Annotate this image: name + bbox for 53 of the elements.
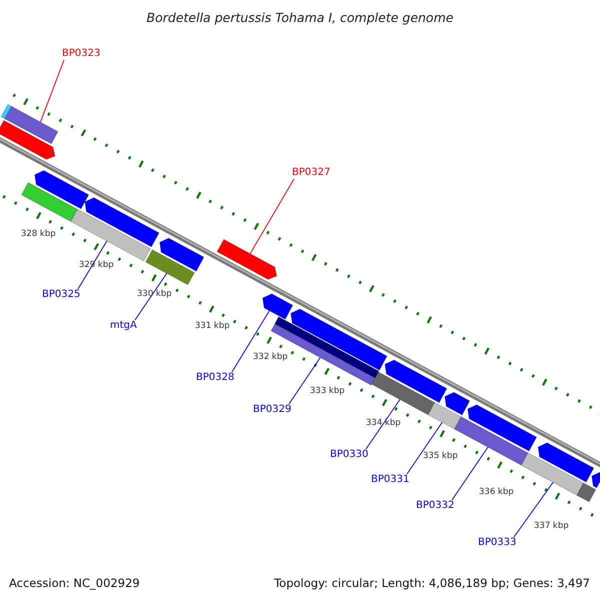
- title: Bordetella pertussis Tohama I, complete genome: [146, 10, 454, 25]
- gene-bar: [0, 120, 56, 160]
- gene-bar: [444, 392, 470, 416]
- gene-bar: [216, 239, 278, 280]
- gene-bar: [521, 452, 584, 496]
- leader-line: [288, 357, 321, 404]
- gene-label: BP0330: [330, 449, 368, 461]
- gene-bar: [371, 372, 436, 416]
- gene-bar: [274, 316, 380, 378]
- gene-bar: [4, 106, 58, 144]
- tick-label: 333 kbp: [310, 386, 345, 396]
- leader-line: [40, 60, 64, 122]
- gene-label: mtgA: [110, 320, 137, 332]
- genome-summary-text: Topology: circular; Length: 4,086,189 bp; Genes: 3,497: [274, 576, 590, 590]
- gene-bar: [384, 360, 448, 403]
- gene-bar: [428, 402, 462, 430]
- gene-bar: [145, 249, 195, 286]
- gene-label: BP0325: [42, 289, 80, 301]
- gene-label: BP0329: [253, 404, 292, 416]
- gene-label: BP0328: [196, 372, 234, 384]
- gene-label: BP0332: [416, 500, 454, 512]
- gene-label: BP0331: [371, 474, 410, 486]
- leader-line: [406, 422, 443, 474]
- gene-bar: [70, 208, 151, 262]
- leader-line: [366, 399, 400, 450]
- gene-label: BP0327: [292, 167, 330, 179]
- leader-line: [452, 446, 488, 500]
- tick-label: 335 kbp: [423, 451, 458, 461]
- tick-label: 331 kbp: [195, 321, 230, 331]
- accession-text: Accession: NC_002929: [9, 576, 140, 590]
- gene-bar: [21, 182, 78, 222]
- tick-label: 332 kbp: [253, 352, 288, 362]
- gene-bar: [538, 442, 594, 482]
- leader-line: [250, 178, 294, 254]
- gene-bar: [159, 238, 204, 272]
- gene-bar: [290, 308, 388, 371]
- gene-bar: [262, 293, 294, 320]
- leader-line: [78, 240, 108, 290]
- gene-label: BP0323: [62, 48, 100, 60]
- gene-label: BP0333: [478, 537, 516, 549]
- leader-line: [514, 482, 554, 538]
- tick-label: 334 kbp: [366, 418, 401, 428]
- tick-label: 328 kbp: [21, 229, 56, 239]
- gene-bar: [84, 197, 160, 248]
- tick-label: 336 kbp: [479, 487, 514, 497]
- gene-bar: [270, 324, 376, 386]
- tick-label: 337 kbp: [534, 521, 569, 531]
- leader-line: [232, 310, 270, 372]
- gene-bar: [467, 404, 537, 452]
- tick-label: 330 kbp: [137, 289, 172, 299]
- leader-line: [134, 272, 168, 320]
- gene-bar: [591, 471, 600, 488]
- gene-bar: [34, 170, 90, 210]
